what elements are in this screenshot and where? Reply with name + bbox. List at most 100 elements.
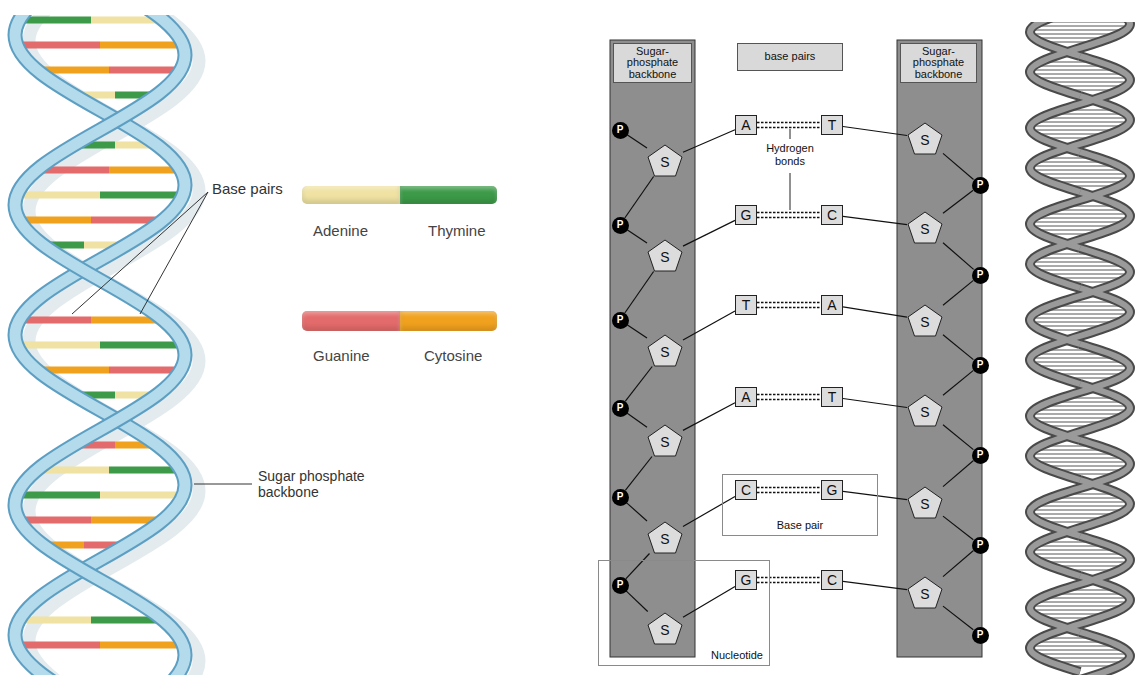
callout-label: Hydrogen bonds [760, 142, 820, 167]
legend-label: Cytosine [424, 347, 482, 364]
hydrogen-bond [757, 127, 821, 128]
sugar-pentagon: S [647, 334, 683, 367]
bond-line [943, 335, 973, 360]
bond-line [843, 491, 907, 499]
node-label: S [660, 435, 669, 449]
hydrogen-bond [757, 395, 821, 400]
sugar-pentagon: S [647, 521, 683, 554]
node-label: S [660, 623, 669, 637]
bond-line [943, 280, 973, 305]
node-label: P [977, 630, 984, 640]
pentagon-outline [648, 145, 682, 176]
bond-line [943, 551, 974, 577]
sugar-pentagon: S [907, 576, 943, 609]
bond-line [943, 335, 973, 360]
legend-label: Adenine [313, 222, 368, 239]
bond-line [627, 230, 647, 243]
hydrogen-bond [757, 394, 821, 395]
bond-line [843, 581, 907, 589]
hydrogen-bond [757, 213, 821, 218]
helix-rung [17, 42, 100, 49]
base-box: A [821, 295, 843, 315]
node-label: P [617, 403, 624, 413]
hydrogen-bond [757, 217, 821, 218]
node-label: base pairs [765, 51, 816, 63]
hydrogen-bond [757, 212, 821, 213]
bond-line [843, 491, 907, 499]
sugar-pentagon: S [907, 122, 943, 155]
bond-line [625, 367, 652, 402]
bond-line [626, 591, 648, 612]
bond-line [683, 587, 735, 618]
leader-line [194, 484, 252, 485]
phosphate-circle: P [612, 312, 629, 329]
node-label: G [741, 208, 752, 222]
base-box: T [821, 115, 843, 135]
bond-line [683, 311, 735, 340]
bond-line [943, 461, 974, 487]
bond-line [627, 325, 647, 338]
bond-line [843, 216, 907, 224]
node-label: P [617, 315, 624, 325]
pentagon-outline [908, 305, 942, 336]
node-label: P [977, 180, 984, 190]
phosphate-circle: P [972, 267, 989, 284]
bond-line [843, 581, 907, 589]
backbone-panel [610, 40, 695, 657]
bond-line [625, 177, 654, 219]
pentagon-outline [648, 613, 682, 644]
node-label: Base pair [777, 519, 823, 531]
grey-helix [1030, 22, 1130, 675]
legend-label: Guanine [313, 347, 370, 364]
bond-line [843, 399, 907, 408]
legend-swatch [302, 186, 400, 204]
leader-line [72, 192, 208, 314]
hydrogen-bond [757, 487, 821, 488]
hydrogen-bond [757, 582, 821, 583]
bond-line [943, 551, 974, 577]
callout-label: Base pairs [212, 180, 283, 197]
node-label: S [660, 532, 669, 546]
base-box: T [821, 387, 843, 407]
bond-line [683, 220, 735, 246]
bond-line [943, 243, 974, 270]
bond-line [943, 370, 973, 395]
bond-line [943, 243, 974, 270]
callout-label: Sugar phosphate backbone [258, 468, 378, 500]
bond-line [683, 587, 735, 618]
bond-line [625, 272, 654, 314]
column-header: base pairs [737, 43, 843, 71]
bond-line [843, 127, 907, 136]
helix-rung [100, 492, 183, 499]
base-box: A [735, 387, 757, 407]
bond-line [943, 425, 973, 450]
node-label: Sugar- phosphate backbone [903, 46, 974, 81]
node-label: T [828, 390, 837, 404]
node-label: G [741, 573, 752, 587]
grey-helix [1030, 22, 1130, 675]
helix-rung [17, 342, 100, 349]
bond-line [843, 216, 907, 224]
legend-swatch [400, 311, 497, 331]
hydrogen-bond [757, 123, 821, 128]
phosphate-circle: P [972, 537, 989, 554]
bond-line [627, 325, 647, 338]
bond-line [683, 220, 735, 246]
phosphate-circle: P [972, 357, 989, 374]
backbone-panel [897, 40, 982, 657]
bond-line [683, 130, 735, 152]
bond-line [943, 190, 973, 213]
node-label: P [617, 125, 624, 135]
pentagon-outline [908, 212, 942, 243]
sugar-pentagon: S [647, 612, 683, 645]
bond-line [627, 413, 647, 427]
hydrogen-bond [757, 307, 821, 308]
bond-line [627, 135, 647, 148]
helix-rung [100, 642, 183, 649]
sugar-pentagon: S [647, 144, 683, 177]
pentagon-outline [908, 487, 942, 518]
bond-line [683, 496, 735, 526]
hydrogen-bond [757, 303, 821, 308]
sugar-pentagon: S [647, 424, 683, 457]
bond-line [943, 190, 973, 213]
